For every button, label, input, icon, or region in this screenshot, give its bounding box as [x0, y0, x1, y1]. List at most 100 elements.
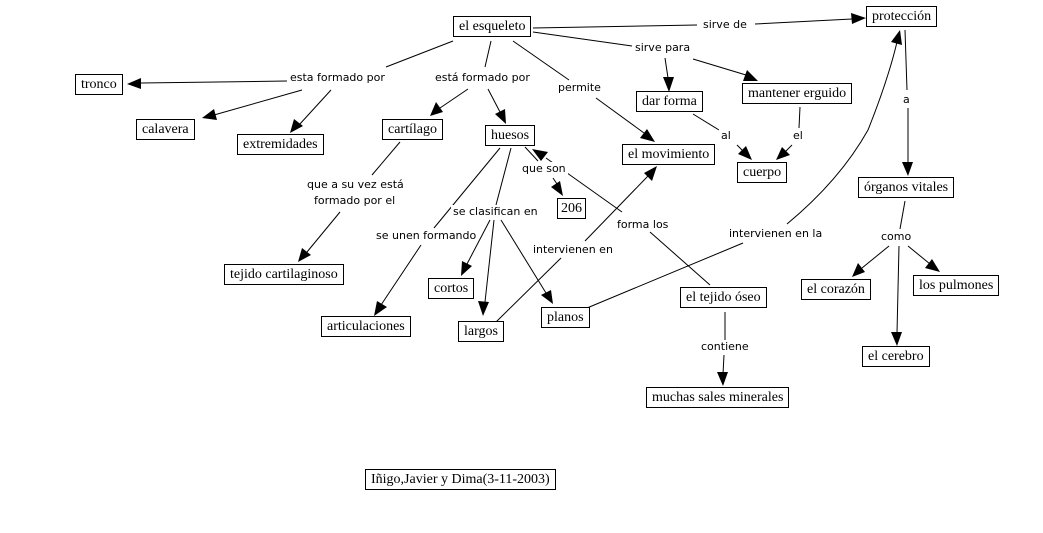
link-que-a-su-vez-line2: formado por el: [312, 194, 398, 207]
concept-206[interactable]: 206: [557, 198, 586, 219]
concept-cortos[interactable]: cortos: [428, 278, 475, 299]
arrowhead: [640, 129, 655, 142]
edge-line: [692, 113, 720, 131]
edge-line: [649, 231, 711, 286]
edge-line: [495, 147, 512, 206]
concept-el-corazon[interactable]: el corazón: [801, 279, 871, 300]
link-esta-formado-por: está formado por: [433, 71, 532, 84]
concept-el-tejido-oseo[interactable]: el tejido óseo: [680, 287, 767, 308]
concept-el-esqueleto[interactable]: el esqueleto: [453, 16, 532, 37]
concept-dar-forma[interactable]: dar forma: [636, 91, 703, 112]
arrowhead: [902, 162, 913, 176]
arrowhead: [925, 259, 940, 272]
concept-los-pulmones[interactable]: los pulmones: [913, 275, 1000, 296]
edge-line: [586, 242, 744, 309]
concept-organos-vitales[interactable]: órganos vitales: [858, 177, 955, 198]
link-intervienen-en: intervienen en: [531, 243, 615, 256]
link-que-a-su-vez-line1: que a su vez está: [305, 178, 406, 191]
arrowhead: [717, 372, 728, 386]
arrowhead: [127, 78, 141, 89]
concept-mantener-erguido[interactable]: mantener erguido: [742, 83, 853, 104]
edge-line: [213, 89, 303, 116]
concept-cuerpo[interactable]: cuerpo: [737, 162, 788, 183]
arrowhead: [532, 149, 548, 161]
concept-el-movimiento[interactable]: el movimiento: [622, 144, 716, 165]
edge-line: [380, 244, 422, 306]
concept-huesos[interactable]: huesos: [485, 125, 536, 146]
edge-line: [385, 40, 454, 68]
concept-planos[interactable]: planos: [541, 307, 590, 328]
link-intervienen-en-la: intervienen en la: [727, 227, 825, 240]
link-como: como: [879, 230, 914, 243]
edge-line: [306, 211, 341, 253]
arrowhead: [743, 70, 758, 81]
edge-line: [784, 144, 793, 153]
edge-line: [495, 257, 562, 323]
arrowhead: [495, 109, 506, 124]
edge-line: [487, 88, 501, 113]
arrowhead: [663, 77, 674, 92]
arrowhead: [891, 30, 902, 45]
link-sirve-de: sirve de: [701, 18, 749, 31]
arrowhead: [202, 109, 217, 120]
arrowhead: [738, 146, 752, 160]
link-se-clasifican-en: se clasifican en: [451, 205, 540, 218]
edge-line: [861, 245, 890, 269]
edge-line: [722, 354, 725, 375]
concept-articulaciones[interactable]: articulaciones: [321, 316, 411, 337]
edge-line: [798, 106, 801, 129]
edge-line: [907, 245, 931, 265]
link-sirve-para: sirve para: [633, 41, 693, 54]
link-se-unen-formando: se unen formando: [374, 229, 479, 242]
link-que-son: que son: [520, 162, 568, 175]
arrowhead: [891, 332, 902, 346]
arrowhead: [851, 13, 866, 24]
link-permite: permite: [556, 81, 603, 94]
edge-curve: [786, 41, 898, 225]
edge-line: [754, 18, 853, 25]
arrowhead: [290, 119, 303, 133]
edge-line: [140, 80, 288, 84]
arrowhead: [644, 166, 657, 181]
arrowhead: [541, 290, 553, 304]
concept-extremidades[interactable]: extremidades: [237, 134, 324, 155]
edge-line: [904, 29, 908, 91]
author-credit: Iñigo,Javier y Dima(3-11-2003): [365, 469, 556, 490]
arrowhead: [852, 263, 865, 277]
edge-line: [664, 57, 669, 79]
concept-calavera[interactable]: calavera: [136, 119, 195, 140]
edge-line: [298, 89, 332, 126]
edge-line: [532, 24, 698, 29]
edge-line: [552, 177, 558, 185]
arrowhead: [478, 301, 489, 316]
concept-tronco[interactable]: tronco: [75, 74, 123, 95]
edge-line: [433, 147, 501, 229]
concept-tejido-cartilaginoso[interactable]: tejido cartilaginoso: [224, 264, 344, 285]
concept-largos[interactable]: largos: [458, 321, 504, 342]
edge-line: [500, 219, 547, 294]
link-contiene: contiene: [699, 340, 751, 353]
edge-line: [692, 58, 747, 76]
edge-line: [595, 97, 645, 134]
link-el: el: [791, 129, 805, 142]
edge-line: [512, 40, 570, 81]
edge-line: [896, 245, 900, 334]
link-esta-formado-por-left: esta formado por: [288, 71, 387, 84]
edge-line: [899, 200, 906, 230]
concept-el-cerebro[interactable]: el cerebro: [862, 346, 930, 367]
edge-line: [439, 88, 469, 109]
edge-line: [371, 141, 401, 176]
edge-line: [532, 31, 633, 47]
edge-line: [524, 146, 539, 162]
arrowhead: [776, 147, 790, 160]
arrowhead: [298, 248, 311, 262]
concept-muchas-sales-minerales[interactable]: muchas sales minerales: [646, 387, 790, 408]
concept-proteccion[interactable]: protección: [866, 6, 938, 27]
arrowhead: [461, 261, 472, 276]
link-forma-los: forma los: [615, 218, 671, 231]
edge-line: [484, 40, 492, 68]
concept-cartilago[interactable]: cartílago: [382, 119, 443, 140]
arrowhead: [374, 301, 387, 316]
edge-line: [466, 219, 491, 265]
